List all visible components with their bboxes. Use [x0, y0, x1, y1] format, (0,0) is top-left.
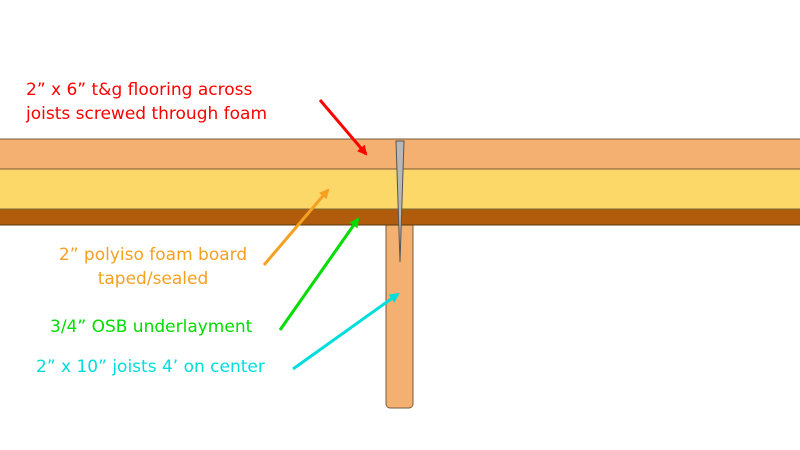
foam-arrow: [262, 188, 330, 266]
flooring-label-line2: joists screwed through foam: [26, 104, 268, 124]
joist-label: 2” x 10” joists 4’ on center: [36, 357, 265, 377]
joist-arrow: [292, 292, 400, 371]
flooring-label: 2” x 6” t&g flooring across joists screw…: [26, 78, 267, 126]
foam-label: 2” polyiso foam board taped/sealed: [38, 243, 268, 291]
flooring-arrow: [318, 99, 368, 156]
osb-arrow: [278, 217, 360, 331]
screw: [395, 140, 405, 263]
flooring-label-line1: 2” x 6” t&g flooring across: [26, 80, 253, 100]
foam-label-line1: 2” polyiso foam board: [58, 245, 248, 265]
foam-label-line2: taped/sealed: [97, 269, 209, 289]
osb-label: 3/4” OSB underlayment: [50, 317, 253, 337]
